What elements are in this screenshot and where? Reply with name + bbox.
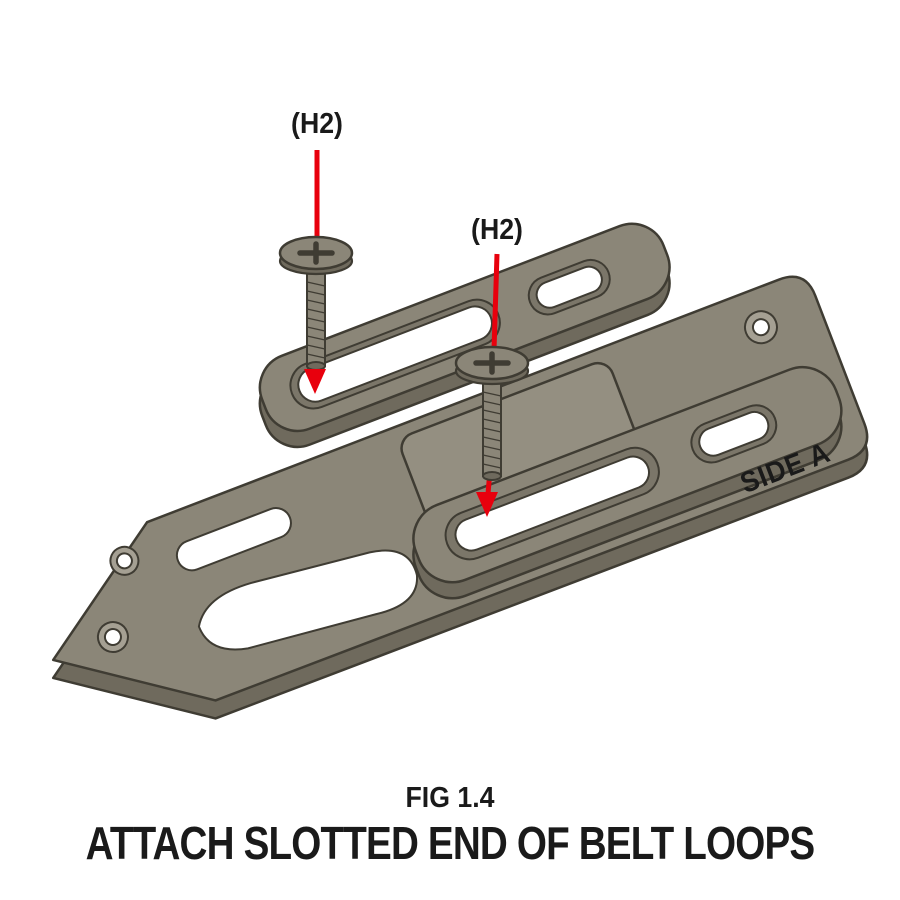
hardware-label-h2-second: (H2) bbox=[471, 214, 523, 246]
belt-loop-1 bbox=[258, 222, 671, 433]
arrow-2-head bbox=[476, 492, 498, 517]
screw-1-tip bbox=[306, 361, 326, 371]
arrow-1-head bbox=[304, 369, 326, 394]
figure-number: FIG 1.4 bbox=[405, 782, 495, 814]
phillips-drive-icon bbox=[297, 241, 335, 265]
belt-loop-2-slot bbox=[454, 455, 650, 552]
screw-2-tip bbox=[482, 471, 502, 481]
edge-slot-cutout bbox=[175, 507, 292, 572]
belt-loop-2-small-slot bbox=[698, 410, 770, 457]
assembly-illustration bbox=[51, 150, 869, 720]
screw-1 bbox=[278, 235, 354, 371]
phillips-drive-icon bbox=[473, 351, 511, 375]
belt-loop-1-slot bbox=[297, 305, 493, 403]
screw-1-threads bbox=[306, 281, 326, 359]
hardware-label-h2-first: (H2) bbox=[291, 108, 343, 140]
kidney-cutout bbox=[197, 549, 418, 651]
belt-loop-2 bbox=[412, 365, 843, 584]
screw-2 bbox=[454, 345, 530, 481]
screw-2-threads bbox=[482, 391, 502, 469]
upper-left-through-hole bbox=[115, 552, 133, 570]
right-top-through-hole bbox=[751, 318, 770, 337]
belt-loop-1-small-slot bbox=[535, 265, 603, 309]
arrow-2-upper-segment bbox=[491, 253, 500, 351]
figure-caption: ATTACH SLOTTED END OF BELT LOOPS bbox=[85, 817, 816, 869]
screw-1-shaft bbox=[306, 265, 326, 367]
screw-2-shaft bbox=[482, 375, 502, 477]
tip-through-hole bbox=[103, 628, 122, 647]
